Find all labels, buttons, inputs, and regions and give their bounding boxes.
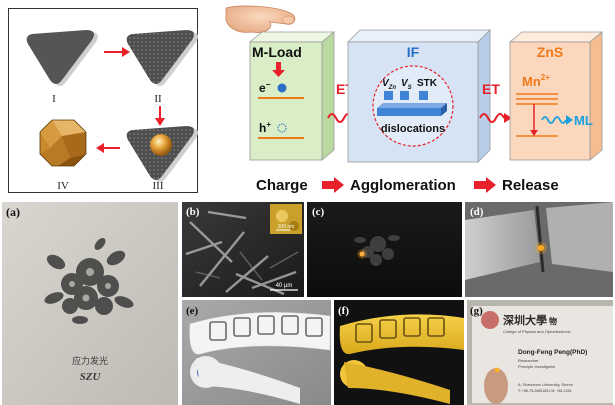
panel-label-d: (d)	[470, 206, 484, 218]
energy-transfer-arrowhead-right	[504, 113, 512, 123]
mechanism-diagram: M-Load e− h+ ET IF VZn VS STK dislocatio…	[225, 5, 604, 194]
stacking-fault-label: STK	[417, 78, 438, 89]
panel-label-g: (g)	[470, 305, 483, 317]
stage-label-three: III	[153, 180, 164, 192]
sulfur-vacancy-label: VS	[401, 78, 412, 91]
zns-label: ZnS	[537, 44, 563, 60]
stage-two-particle	[126, 30, 198, 86]
photo-b-sem-image: 100 nm 40 μm	[182, 202, 304, 297]
hole-label: h+	[259, 120, 271, 135]
paper-caption: 应力发光	[72, 355, 108, 366]
photo-f-belt-glow	[334, 300, 464, 405]
card-address: A: Shenzhen University, Shenz	[518, 382, 573, 387]
card-role-one: Researcher	[518, 358, 539, 363]
photo-d-paper-tear	[465, 202, 613, 297]
flow-arrow-two	[474, 177, 496, 193]
stage-label-one: I	[52, 93, 56, 105]
flow-arrow-one	[322, 177, 344, 193]
step-release-label: Release	[502, 177, 559, 194]
energy-transfer-wave-right	[479, 113, 505, 123]
down-arrow-icon	[272, 62, 285, 77]
photo-e-belt-daylight	[182, 300, 331, 405]
panel-label-c: (c)	[312, 206, 325, 218]
arrow-three-to-four	[96, 143, 120, 153]
photo-c-dark-luminescence	[307, 202, 462, 297]
stage-label-four: IV	[57, 180, 69, 192]
step-agglomeration-label: Agglomeration	[350, 177, 456, 194]
paper-signature: SZU	[80, 371, 102, 383]
zns-box	[508, 31, 604, 161]
emission-wave	[541, 116, 567, 124]
step-charge-label: Charge	[256, 177, 308, 194]
stage-label-two: II	[154, 93, 162, 105]
dislocations-label: dislocations	[381, 123, 445, 135]
emission-arrowhead	[566, 115, 573, 125]
stage-three-particle	[126, 126, 198, 182]
photo-g-business-card: 深圳大學物 College of Physics and Optoelectro…	[467, 300, 613, 405]
card-header: 深圳大學物	[503, 313, 557, 327]
mload-box	[248, 31, 336, 161]
energy-transfer-label-right: ET	[482, 81, 500, 97]
panel-label-f: (f)	[338, 305, 349, 317]
zinc-vacancy-label: VZn	[382, 78, 396, 91]
mload-label: M-Load	[252, 44, 302, 60]
electron-label: e−	[259, 80, 271, 95]
arrow-one-to-two	[104, 47, 130, 57]
card-role-two: Principle Investigator	[518, 364, 556, 369]
arrow-two-to-three	[155, 106, 165, 126]
interface-label: IF	[407, 44, 420, 60]
panel-label-b: (b)	[186, 206, 200, 218]
panel-label-e: (e)	[186, 305, 199, 317]
sem-inset-scale: 100 nm	[278, 224, 295, 230]
manganese-ion-label: Mn2+	[522, 73, 550, 89]
card-name: Dong-Feng Peng(PhD)	[518, 349, 587, 356]
ml-label: ML	[574, 113, 593, 128]
card-subtitle: College of Physics and Optoelectronic	[503, 329, 571, 334]
electron-dot	[277, 83, 287, 93]
stage-one-particle	[26, 30, 99, 86]
stage-four-crystal	[39, 119, 87, 167]
energy-levels-icon	[516, 93, 558, 137]
defect-cubes-icon	[377, 91, 447, 116]
card-phone: T: +86-75-26861851 M: +86-1345	[518, 389, 572, 393]
synthesis-process-panel: I II III IV	[8, 8, 198, 193]
sem-main-scale: 40 μm	[276, 283, 293, 289]
panel-label-a: (a)	[6, 205, 20, 219]
photo-panels: 应力发光 SZU (a) 100 nm 40 μm (b)	[2, 202, 613, 405]
hole-dot	[277, 123, 287, 133]
photo-a-flower-paper: 应力发光 SZU	[2, 202, 178, 405]
